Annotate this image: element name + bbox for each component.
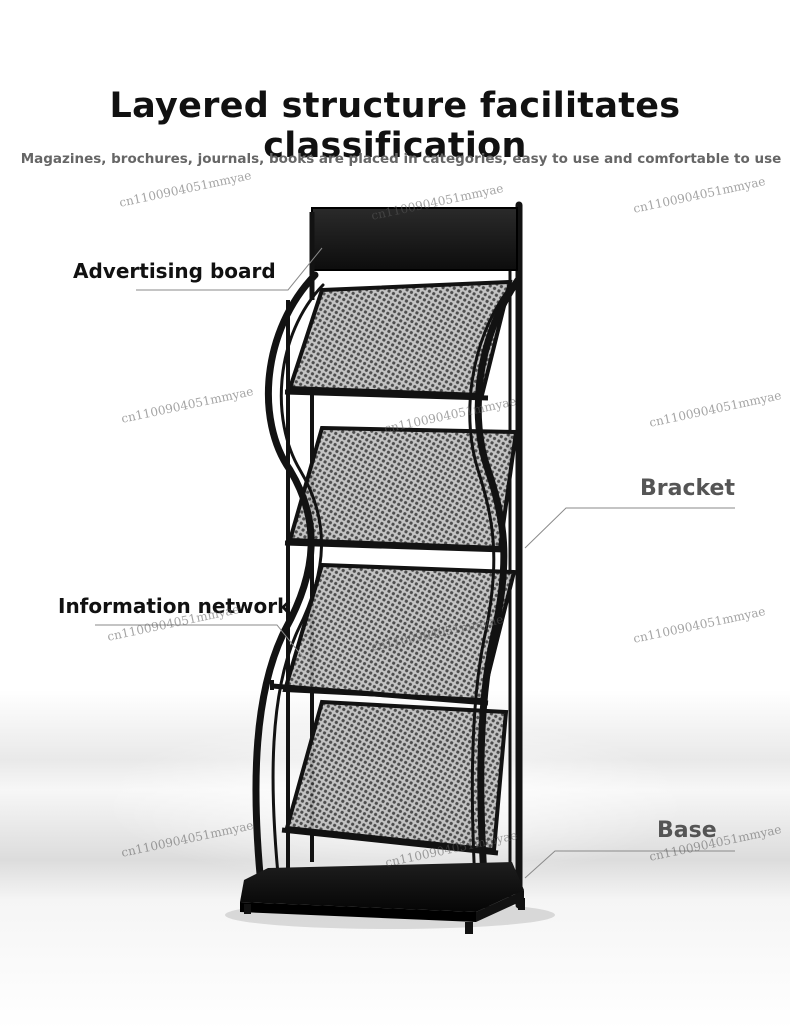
advertising-board (309, 207, 518, 300)
mesh-shelf-4 (281, 699, 509, 856)
mesh-shelf-1 (284, 279, 513, 401)
callout-leader-lines (95, 247, 735, 879)
page-title: Layered structure facilitates classifica… (109, 86, 681, 166)
leader-information-network (95, 624, 306, 661)
base-label: Base (657, 818, 717, 843)
bracket-right-uprights (508, 201, 523, 909)
information-network-label: Information network (58, 594, 291, 618)
bracket-wavy-sides (252, 271, 522, 909)
mesh-shelf-2 (284, 425, 519, 553)
rack-base (240, 862, 525, 934)
bracket-label: Bracket (640, 476, 735, 501)
leader-bracket (524, 507, 735, 549)
leader-base (524, 850, 735, 879)
leader-advertising-board (136, 247, 323, 291)
advertising-board-label: Advertising board (73, 259, 276, 283)
page-subtitle: Magazines, brochures, journals, books ar… (20, 151, 782, 167)
